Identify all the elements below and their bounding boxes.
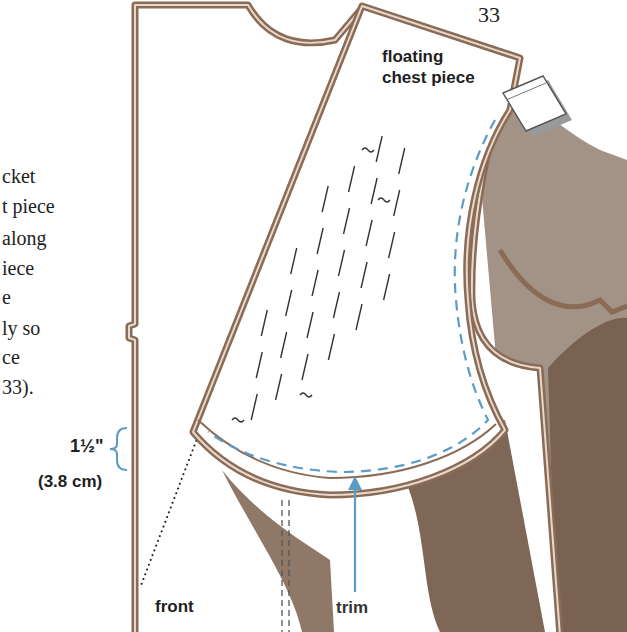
hand-stitch	[251, 394, 257, 420]
hand-stitch	[366, 220, 372, 246]
stitch-tack	[232, 418, 244, 422]
body-text: 33).	[2, 376, 34, 398]
hand-stitch	[281, 332, 287, 358]
dimension-brace	[110, 428, 127, 470]
chest-piece-outline	[188, 2, 528, 502]
hand-stitch	[312, 270, 318, 296]
hand-stitch	[394, 190, 400, 216]
hand-stitch	[307, 312, 313, 338]
hand-stitch	[344, 208, 350, 234]
hand-stitch	[317, 228, 323, 254]
piece-edge-inner	[129, 5, 560, 632]
hand-stitch	[302, 354, 308, 380]
hand-stitch	[333, 292, 339, 318]
page-number: 33	[478, 2, 500, 27]
side-piece-edge	[500, 250, 627, 312]
hand-stitch	[261, 310, 267, 336]
dimension: 1½"	[70, 436, 104, 456]
body-text: cket	[2, 165, 35, 187]
hand-stitch	[256, 352, 262, 378]
hand-stitch	[384, 274, 390, 300]
body-text: ce	[2, 346, 20, 368]
part-name: floating chest piece	[382, 46, 490, 89]
body-text: t piece	[2, 195, 55, 217]
body-text: along	[2, 227, 46, 249]
trim-label: trim	[336, 598, 368, 617]
hand-stitch	[399, 148, 405, 174]
hand-stitch	[286, 290, 292, 316]
hand-stitch	[291, 248, 297, 274]
hand-stitch	[328, 334, 334, 360]
hand-stitch	[361, 262, 367, 288]
dimension: (3.8 cm)	[38, 472, 102, 491]
hand-stitch	[389, 232, 395, 258]
hand-stitch	[371, 178, 377, 204]
piece-thickness	[198, 420, 496, 478]
hand-stitch	[376, 136, 382, 162]
stitch-tack	[300, 393, 312, 397]
body-text: iece	[2, 257, 34, 279]
trim-arrow	[354, 486, 356, 592]
body-text: e	[2, 286, 11, 308]
hand-stitch	[356, 304, 362, 330]
stitch-tack	[378, 198, 390, 202]
lining-shadow	[548, 318, 627, 632]
part-name: front	[155, 596, 215, 617]
hand-stitch	[276, 374, 282, 400]
piece-edge	[129, 5, 560, 632]
hand-stitch	[338, 250, 344, 276]
body-text: ly so	[2, 317, 40, 339]
hand-stitch	[349, 166, 355, 192]
hand-stitch	[322, 186, 328, 212]
chest-piece: floating chest piece	[188, 2, 528, 502]
stitch-tack	[362, 148, 374, 152]
